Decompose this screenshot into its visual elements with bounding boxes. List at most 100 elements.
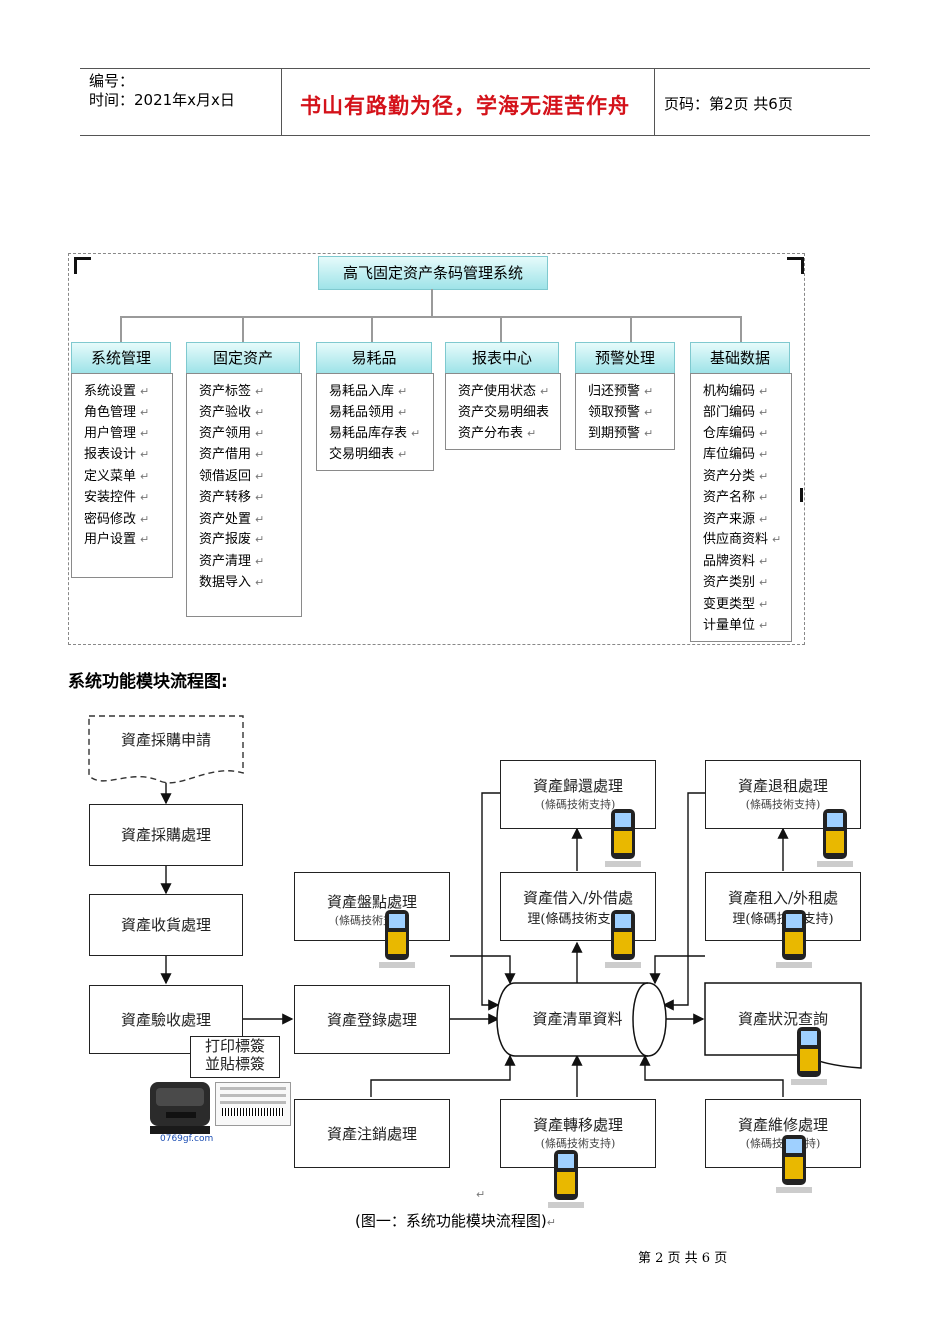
module-fixed-assets: 固定资产 bbox=[186, 342, 300, 374]
flow-asset-return: 資產歸還處理 (條碼技術支持) bbox=[500, 760, 656, 829]
module-list: 资产使用状态↵ 资产交易明细表 资产分布表↵ bbox=[445, 373, 561, 450]
module-item: 易耗品库存表↵ bbox=[329, 426, 421, 441]
module-item: 机构编码↵ bbox=[703, 384, 769, 399]
module-consumables: 易耗品 bbox=[316, 342, 432, 374]
tree-line bbox=[740, 316, 742, 342]
module-item: 资产名称↵ bbox=[703, 490, 769, 505]
tree-line bbox=[630, 316, 632, 342]
tree-line bbox=[242, 316, 244, 342]
flow-asset-transfer: 資產轉移處理 (條碼技術支持) bbox=[500, 1099, 656, 1168]
module-item: 归还预警↵ bbox=[588, 384, 654, 399]
module-item: 资产转移↵ bbox=[199, 490, 265, 505]
flow-asset-cancel: 資產注銷處理 bbox=[294, 1099, 450, 1168]
header-bottom-rule bbox=[80, 135, 870, 136]
module-item: 资产分布表↵ bbox=[458, 426, 537, 441]
figure-caption: (图一：系统功能模块流程图)↵ bbox=[355, 1212, 556, 1230]
module-item: 交易明细表↵ bbox=[329, 447, 408, 462]
header-top-rule bbox=[80, 68, 870, 69]
header-divider bbox=[654, 68, 655, 135]
tree-line bbox=[500, 316, 502, 342]
module-report-center: 报表中心 bbox=[445, 342, 559, 374]
module-item: 易耗品领用↵ bbox=[329, 405, 408, 420]
module-list: 资产标签↵ 资产验收↵ 资产领用↵ 资产借用↵ 领借返回↵ 资产转移↵ 资产处置… bbox=[186, 373, 302, 617]
flow-asset-purchase: 資產採購處理 bbox=[89, 804, 243, 866]
module-item: 安装控件↵ bbox=[84, 490, 150, 505]
flow-asset-register: 資產登錄處理 bbox=[294, 985, 450, 1054]
module-item: 用户管理↵ bbox=[84, 426, 150, 441]
barcode-scanner-icon bbox=[789, 1025, 829, 1087]
tree-line bbox=[120, 316, 740, 318]
module-item: 用户设置↵ bbox=[84, 532, 150, 547]
page-footer: 第 2 页 共 6 页 bbox=[638, 1251, 728, 1266]
frame-corner bbox=[74, 257, 91, 274]
module-item: 资产标签↵ bbox=[199, 384, 265, 399]
barcode-scanner-icon bbox=[377, 908, 417, 970]
doc-time-label: 时间：2021年x月x日 bbox=[89, 91, 235, 109]
tree-line bbox=[431, 289, 433, 317]
barcode-scanner-icon bbox=[815, 807, 855, 869]
header-page-info: 页码：第2页 共6页 bbox=[664, 95, 793, 113]
module-item: 系统设置↵ bbox=[84, 384, 150, 399]
flow-asset-inventory: 資產盤點處理 (條碼技術支持) bbox=[294, 872, 450, 941]
asset-label-sample bbox=[215, 1082, 291, 1126]
flow-asset-list: 資產清單資料 bbox=[532, 1010, 623, 1028]
module-item: 数据导入↵ bbox=[199, 575, 265, 590]
printer-brand: 0769gf.com bbox=[160, 1134, 214, 1144]
module-item: 库位编码↵ bbox=[703, 447, 769, 462]
barcode-scanner-icon bbox=[546, 1148, 586, 1210]
module-item: 变更类型↵ bbox=[703, 597, 769, 612]
module-item: 资产借用↵ bbox=[199, 447, 265, 462]
barcode-scanner-icon bbox=[603, 908, 643, 970]
module-item: 品牌资料↵ bbox=[703, 554, 769, 569]
module-item: 密码修改↵ bbox=[84, 512, 150, 527]
doc-code-label: 编号： bbox=[89, 72, 135, 90]
module-item: 仓库编码↵ bbox=[703, 426, 769, 441]
module-item: 计量单位↵ bbox=[703, 618, 769, 633]
module-item: 供应商资料↵ bbox=[703, 532, 782, 547]
module-list: 系统设置↵ 角色管理↵ 用户管理↵ 报表设计↵ 定义菜单↵ 安装控件↵ 密码修改… bbox=[71, 373, 173, 578]
flow-label-print: 打印標簽 並貼標簽 bbox=[190, 1036, 280, 1078]
header-motto: 书山有路勤为径，学海无涯苦作舟 bbox=[300, 93, 630, 118]
flow-asset-rent-return: 資產退租處理 (條碼技術支持) bbox=[705, 760, 861, 829]
module-item: 资产验收↵ bbox=[199, 405, 265, 420]
barcode-scanner-icon bbox=[774, 908, 814, 970]
module-list: 机构编码↵ 部门编码↵ 仓库编码↵ 库位编码↵ 资产分类↵ 资产名称↵ 资产来源… bbox=[690, 373, 792, 642]
module-list: 易耗品入库↵ 易耗品领用↵ 易耗品库存表↵ 交易明细表↵ bbox=[316, 373, 434, 471]
module-item: 到期预警↵ bbox=[588, 426, 654, 441]
module-item: 资产处置↵ bbox=[199, 512, 265, 527]
module-item: 报表设计↵ bbox=[84, 447, 150, 462]
module-item: 资产报废↵ bbox=[199, 532, 265, 547]
tree-line bbox=[371, 316, 373, 342]
barcode-scanner-icon bbox=[603, 807, 643, 869]
module-item: 资产交易明细表 bbox=[458, 405, 550, 420]
frame-corner bbox=[787, 257, 804, 274]
module-item: 定义菜单↵ bbox=[84, 469, 150, 484]
flow-asset-request: 資產採購申請 bbox=[120, 731, 211, 749]
header-divider bbox=[281, 68, 282, 135]
org-chart-frame bbox=[68, 253, 805, 645]
module-system-mgmt: 系统管理 bbox=[71, 342, 171, 374]
module-item: 角色管理↵ bbox=[84, 405, 150, 420]
section-title: 系统功能模块流程图: bbox=[68, 672, 228, 692]
return-mark: ↵ bbox=[476, 1188, 486, 1201]
frame-handle bbox=[800, 488, 803, 502]
module-warnings: 预警处理 bbox=[575, 342, 675, 374]
module-item: 易耗品入库↵ bbox=[329, 384, 408, 399]
module-item: 领借返回↵ bbox=[199, 469, 265, 484]
module-item: 资产使用状态↵ bbox=[458, 384, 550, 399]
flow-asset-status: 資產狀況查詢 bbox=[737, 1010, 828, 1028]
tree-line bbox=[120, 316, 122, 342]
module-item: 部门编码↵ bbox=[703, 405, 769, 420]
module-item: 领取预警↵ bbox=[588, 405, 654, 420]
module-item: 资产清理↵ bbox=[199, 554, 265, 569]
label-printer-icon bbox=[146, 1072, 216, 1144]
module-item: 资产类别↵ bbox=[703, 575, 769, 590]
barcode-scanner-icon bbox=[774, 1133, 814, 1195]
module-item: 资产分类↵ bbox=[703, 469, 769, 484]
flow-asset-receive: 資產收貨處理 bbox=[89, 894, 243, 956]
module-item: 资产来源↵ bbox=[703, 512, 769, 527]
module-list: 归还预警↵ 领取预警↵ 到期预警↵ bbox=[575, 373, 675, 450]
org-chart-root: 高飞固定资产条码管理系统 bbox=[318, 256, 548, 290]
module-item: 资产领用↵ bbox=[199, 426, 265, 441]
